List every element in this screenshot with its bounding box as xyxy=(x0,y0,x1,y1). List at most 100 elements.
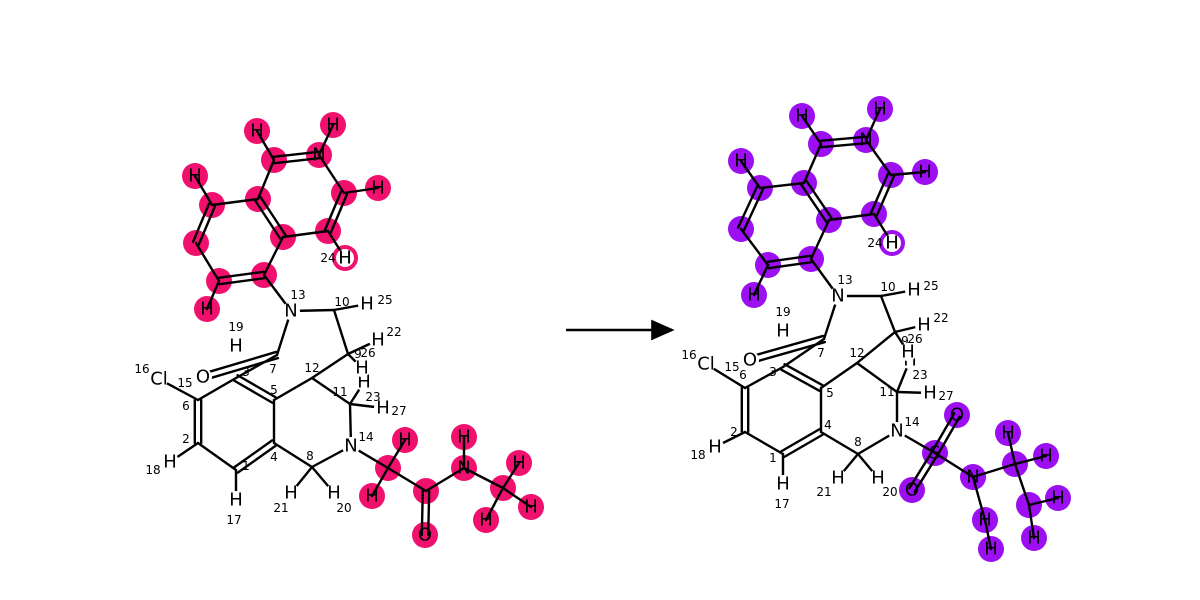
reactant-atom-index-4: 4 xyxy=(270,450,278,464)
product-atom-index-19: 19 xyxy=(775,305,790,319)
reactant-atom-h-46: H xyxy=(365,486,379,507)
product-bond-0 xyxy=(743,430,785,456)
reactant-atom-h-17: H xyxy=(163,452,177,473)
product-atom-n-36: N xyxy=(859,130,872,151)
reactant-atom-index-21: 21 xyxy=(273,501,288,515)
product-atom-index-5: 5 xyxy=(826,386,834,400)
product-atom-index-24: 24 xyxy=(867,236,882,250)
reactant-atom-index-15: 15 xyxy=(177,376,192,390)
product-atom-index-18: 18 xyxy=(690,448,705,462)
reactant-double-bond-39 xyxy=(323,190,349,234)
reactant-bond-2 xyxy=(196,376,238,402)
reactant-atom-index-22: 22 xyxy=(386,325,401,339)
product-atom-index-2: 2 xyxy=(730,425,738,439)
product-atom-o-46: O xyxy=(905,480,919,501)
reactant-bond-0 xyxy=(196,441,238,472)
reactant-double-bond-1 xyxy=(193,398,203,445)
product-bond-54 xyxy=(1027,496,1060,507)
reactant-atom-index-19: 19 xyxy=(228,320,243,334)
reactant-atom-index-18: 18 xyxy=(145,463,160,477)
reactant-bond-41 xyxy=(205,279,221,311)
reactant-atom-n-13: N xyxy=(344,436,357,457)
reactant-atom-h-45: H xyxy=(398,430,412,451)
product-atom-o-45: O xyxy=(950,405,964,426)
reactant-atom-h-24: H xyxy=(360,294,374,315)
reactant-atom-index-6: 6 xyxy=(182,399,190,413)
product-atom-h-53: H xyxy=(1027,528,1041,549)
product-double-bond-3 xyxy=(780,362,824,393)
product-atom-h-40: H xyxy=(795,106,809,127)
product-bond-48 xyxy=(933,451,975,479)
reactant-atom-index-27: 27 xyxy=(391,404,406,418)
product-bond-51 xyxy=(1006,431,1017,466)
product-bond-41 xyxy=(800,114,823,146)
reactant-atom-h-40: H xyxy=(250,121,264,142)
reactant-bond-49 xyxy=(370,466,390,498)
reactant-bond-40 xyxy=(281,229,330,239)
product-atom-h-24: H xyxy=(907,280,921,301)
reactant-double-bond-7 xyxy=(200,350,280,382)
reactant-bond-54 xyxy=(462,466,505,490)
reactant-double-bond-34 xyxy=(254,196,287,240)
reactant-atom-h-41: H xyxy=(326,115,340,136)
product-atom-index-1: 1 xyxy=(769,451,777,465)
product-double-bond-37 xyxy=(869,172,896,217)
reactant-bond-52 xyxy=(424,466,466,493)
product-double-bond-46 xyxy=(931,412,961,456)
product-double-bond-7 xyxy=(747,334,827,365)
product-atom-index-3: 3 xyxy=(769,365,777,379)
product-atom-h-18: H xyxy=(776,321,790,342)
product-bond-43 xyxy=(889,170,927,177)
reactant-double-bond-37 xyxy=(272,150,321,165)
product-bond-34 xyxy=(802,142,823,185)
reactant-atom-index-7: 7 xyxy=(269,362,277,376)
reactant-double-bond-51 xyxy=(420,489,431,537)
product-bond-39 xyxy=(752,263,770,297)
reactant-atom-h-42: H xyxy=(371,178,385,199)
product-atom-h-21: H xyxy=(917,315,931,336)
product-atom-index-10: 10 xyxy=(880,280,895,294)
product-atom-h-52: H xyxy=(1051,488,1065,509)
reactant-bond-48 xyxy=(386,438,407,470)
product-double-bond-1 xyxy=(740,386,750,434)
reactant-bond-38 xyxy=(317,153,346,195)
reactant-atom-index-23: 23 xyxy=(365,390,380,404)
product-atom-n-12: N xyxy=(831,286,844,307)
product-atom-index-22: 22 xyxy=(933,311,948,325)
product-atom-index-13: 13 xyxy=(837,273,852,287)
reactant-bond-33 xyxy=(210,197,260,207)
reactant-atom-index-11: 11 xyxy=(332,385,347,399)
reactant-atom-index-8: 8 xyxy=(306,449,314,463)
product-bond-13 xyxy=(819,430,860,456)
product-atom-h-25: H xyxy=(901,342,915,363)
reactant-atom-o-27: O xyxy=(196,367,210,388)
product-atom-index-11: 11 xyxy=(879,385,894,399)
product-atom-cl-15: Cl xyxy=(697,354,715,375)
product-atom-h-41: H xyxy=(873,99,887,120)
product-atom-index-23: 23 xyxy=(912,368,927,382)
reactant-atom-index-26: 26 xyxy=(360,346,375,360)
product-atom-n-13: N xyxy=(890,421,903,442)
product-atom-index-17: 17 xyxy=(774,497,789,511)
reactant-bond-56 xyxy=(501,486,533,509)
product-bond-31 xyxy=(758,181,806,190)
product-atom-index-8: 8 xyxy=(854,435,862,449)
product-atom-h-51: H xyxy=(1039,446,1053,467)
reactant-atom-h-43: H xyxy=(338,248,352,269)
reactant-atom-index-5: 5 xyxy=(270,383,278,397)
reactant-atom-h-25: H xyxy=(355,358,369,379)
reactant-bond-14 xyxy=(272,441,314,469)
product-atom-h-19: H xyxy=(871,468,885,489)
reactant-atom-h-39: H xyxy=(188,166,202,187)
product-atom-index-6: 6 xyxy=(739,368,747,382)
reactant-atom-n-49: N xyxy=(457,458,470,479)
product-bond-42 xyxy=(864,107,882,142)
product-atom-h-26: H xyxy=(923,383,937,404)
product-bond-2 xyxy=(743,365,785,390)
product-bond-49 xyxy=(971,462,1017,479)
product-atom-o-27: O xyxy=(743,350,757,371)
product-atom-h-17: H xyxy=(708,437,722,458)
product-atom-index-16: 16 xyxy=(681,348,696,362)
product-atom-h-42: H xyxy=(918,162,932,183)
reactant-atom-index-14: 14 xyxy=(358,430,373,444)
